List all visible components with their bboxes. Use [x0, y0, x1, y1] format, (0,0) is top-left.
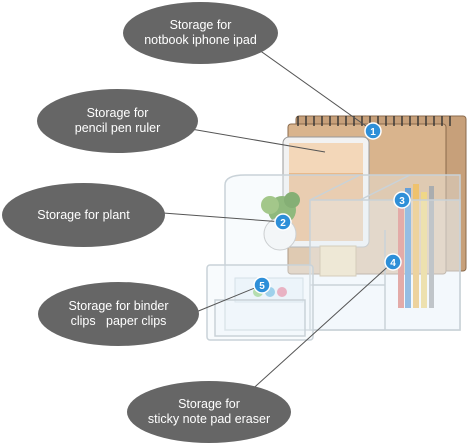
callout-4-line-1: Storage for binder — [68, 299, 169, 313]
marker-3-label: 3 — [399, 196, 405, 207]
callout-2-line-2: pencil pen ruler — [74, 121, 161, 135]
marker-3 — [393, 191, 411, 209]
marker-2-label: 2 — [280, 218, 286, 229]
marker-4 — [384, 253, 402, 271]
pens-pencils — [398, 184, 434, 308]
plant — [261, 192, 300, 251]
marker-2 — [274, 213, 292, 231]
marker-5-label: 5 — [259, 281, 265, 292]
callout-1-line-2: notbook iphone ipad — [144, 33, 257, 47]
callout-1-line-1: Storage for — [169, 18, 232, 32]
leader-lines — [162, 39, 394, 395]
callout-5-line-1: Storage for — [178, 397, 240, 411]
callout-4-line-2: clips paper clips — [70, 314, 167, 328]
marker-1 — [364, 122, 382, 140]
sticky-note-pad — [319, 245, 357, 277]
marker-5 — [253, 276, 271, 294]
callout-clips-storage: Storage for binder clips paper clips — [38, 282, 199, 346]
callout-sticky-note-storage: Storage for sticky note pad eraser — [127, 381, 291, 443]
callout-3-line-1: Storage for plant — [37, 207, 130, 222]
callout-plant-storage: Storage for plant — [2, 183, 165, 247]
callout-5-line-2: sticky note pad eraser — [147, 412, 271, 426]
callout-notebook-storage: Storage for notbook iphone ipad — [123, 2, 278, 64]
callout-pencil-storage: Storage for pencil pen ruler — [37, 89, 198, 153]
callout-2-line-1: Storage for — [86, 106, 149, 120]
marker-4-label: 4 — [390, 258, 396, 269]
marker-1-label: 1 — [370, 127, 376, 138]
